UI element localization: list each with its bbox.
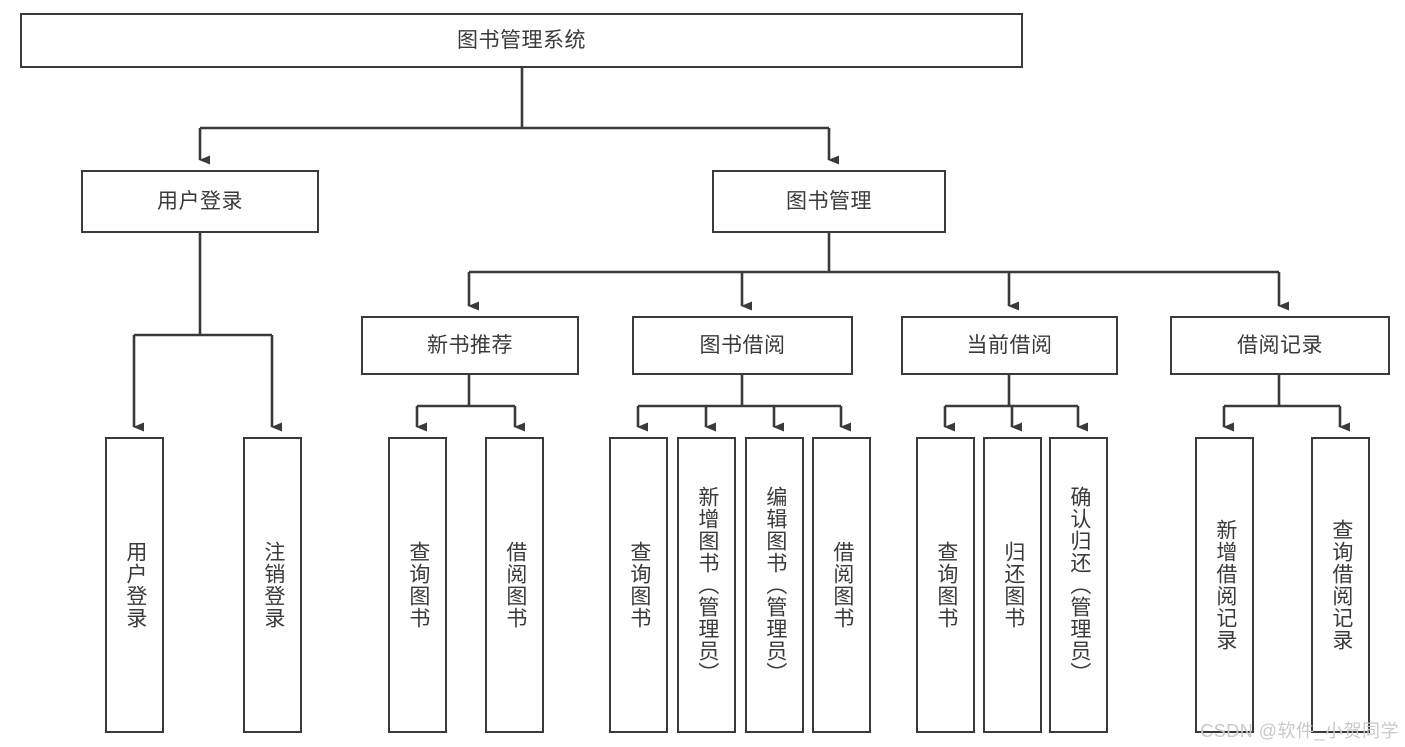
leaf-label: 用户登录 xyxy=(123,541,147,629)
leaf-borrow-record-add[interactable]: 新增借阅记录 xyxy=(1195,437,1254,733)
node-new-book-recommend[interactable]: 新书推荐 xyxy=(361,316,579,375)
leaf-current-borrow-return[interactable]: 归还图书 xyxy=(983,437,1042,733)
leaf-label: 查询图书 xyxy=(934,541,958,629)
leaf-label: 查询图书 xyxy=(627,541,651,629)
leaf-label: 归还图书 xyxy=(1001,541,1025,629)
leaf-book-borrow-edit[interactable]: 编辑图书（管理员） xyxy=(745,437,804,733)
watermark: CSDN @软件_小贺同学 xyxy=(1200,721,1399,741)
node-borrow-record[interactable]: 借阅记录 xyxy=(1170,316,1390,375)
node-book-management[interactable]: 图书管理 xyxy=(712,170,946,233)
leaf-book-borrow-query[interactable]: 查询图书 xyxy=(609,437,668,733)
node-root[interactable]: 图书管理系统 xyxy=(20,13,1023,68)
leaf-user-login-logout[interactable]: 注销登录 xyxy=(243,437,302,733)
leaf-label: 借阅图书 xyxy=(830,541,854,629)
node-book-borrow-label: 图书借阅 xyxy=(699,333,786,357)
node-current-borrow[interactable]: 当前借阅 xyxy=(901,316,1118,375)
node-book-borrow[interactable]: 图书借阅 xyxy=(632,316,853,375)
node-root-label: 图书管理系统 xyxy=(457,28,586,52)
node-current-borrow-label: 当前借阅 xyxy=(966,333,1053,357)
node-book-management-label: 图书管理 xyxy=(786,189,872,213)
leaf-label: 新增借阅记录 xyxy=(1213,519,1237,651)
leaf-book-borrow-borrow[interactable]: 借阅图书 xyxy=(812,437,871,733)
leaf-new-book-borrow[interactable]: 借阅图书 xyxy=(485,437,544,733)
leaf-label: 查询图书 xyxy=(406,541,430,629)
leaf-label: 确认归还（管理员） xyxy=(1067,486,1091,684)
leaf-label: 新增图书（管理员） xyxy=(695,486,719,684)
leaf-label: 借阅图书 xyxy=(503,541,527,629)
leaf-borrow-record-query[interactable]: 查询借阅记录 xyxy=(1311,437,1370,733)
leaf-current-borrow-query[interactable]: 查询图书 xyxy=(916,437,975,733)
leaf-label: 查询借阅记录 xyxy=(1329,519,1353,651)
node-new-book-recommend-label: 新书推荐 xyxy=(427,333,513,357)
node-borrow-record-label: 借阅记录 xyxy=(1237,333,1323,357)
leaf-new-book-query[interactable]: 查询图书 xyxy=(388,437,447,733)
leaf-label: 注销登录 xyxy=(261,541,285,629)
leaf-label: 编辑图书（管理员） xyxy=(763,486,787,684)
leaf-current-borrow-confirm-return[interactable]: 确认归还（管理员） xyxy=(1049,437,1108,733)
node-user-login-label: 用户登录 xyxy=(157,189,243,213)
leaf-user-login-login[interactable]: 用户登录 xyxy=(105,437,164,733)
leaf-book-borrow-add[interactable]: 新增图书（管理员） xyxy=(677,437,736,733)
node-user-login[interactable]: 用户登录 xyxy=(81,170,319,233)
